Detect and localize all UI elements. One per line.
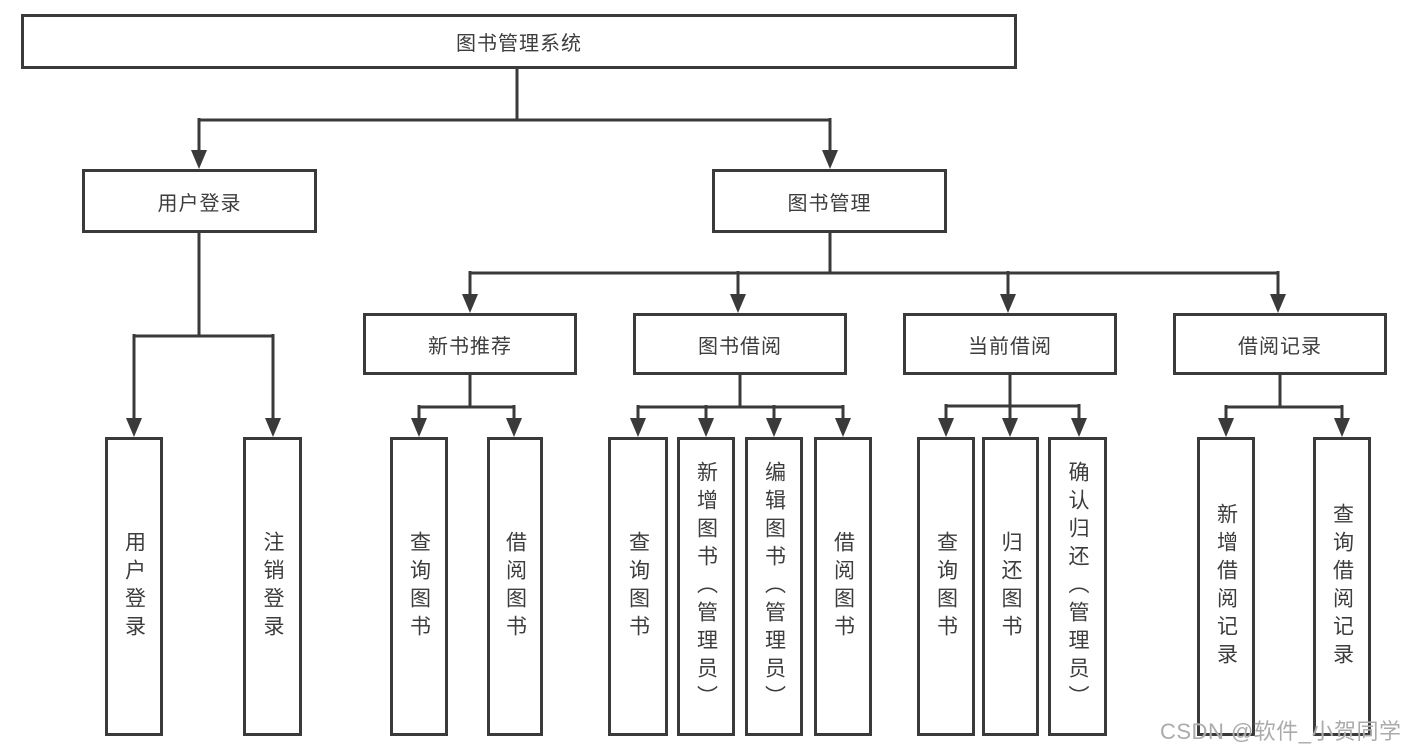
leaf-return-books: 归还图书 <box>982 437 1039 736</box>
connector-root-to-level2 <box>197 66 832 151</box>
arrowhead <box>1002 418 1018 437</box>
connector-borrow-to-leaves <box>636 373 845 419</box>
arrowhead <box>822 150 838 169</box>
leaf-label: 查询图书 <box>934 530 958 643</box>
arrowhead <box>938 418 954 437</box>
leaf-label: 注销登录 <box>261 530 284 643</box>
node-borrow-records: 借阅记录 <box>1173 313 1387 375</box>
arrowhead <box>835 418 851 437</box>
leaf-query-books-1: 查询图书 <box>390 437 448 736</box>
arrowhead <box>730 294 746 313</box>
arrowhead <box>126 418 142 437</box>
leaf-label: 归还图书 <box>999 530 1022 643</box>
arrowhead <box>462 294 478 313</box>
leaf-edit-books-admin: 编辑图书（管理员） <box>745 437 803 736</box>
node-new-book-recommend: 新书推荐 <box>363 313 577 375</box>
arrowhead <box>1071 418 1087 437</box>
leaf-label: 借阅图书 <box>503 530 527 643</box>
connector-records-to-leaves <box>1224 373 1344 419</box>
leaf-borrow-books-1: 借阅图书 <box>487 437 543 736</box>
connector-userlogin-to-leaves <box>132 231 275 419</box>
leaf-logout: 注销登录 <box>243 437 302 736</box>
arrowhead <box>1270 294 1286 313</box>
arrowhead <box>1000 294 1016 313</box>
node-label: 用户登录 <box>157 192 242 215</box>
arrowhead <box>1334 418 1350 437</box>
leaf-label: 借阅图书 <box>831 530 855 643</box>
leaf-add-books-admin: 新增图书（管理员） <box>677 437 735 736</box>
leaf-label: 查询图书 <box>407 530 431 643</box>
leaf-query-borrow-record: 查询借阅记录 <box>1313 437 1371 736</box>
arrowhead <box>630 418 646 437</box>
arrowhead <box>506 418 522 437</box>
node-label: 新书推荐 <box>428 335 512 358</box>
arrowheads <box>126 150 1350 437</box>
node-label: 图书管理 <box>787 192 872 215</box>
leaf-add-borrow-record: 新增借阅记录 <box>1197 437 1255 736</box>
node-label: 图书借阅 <box>698 335 782 358</box>
leaf-label: 编辑图书（管理员） <box>762 460 786 713</box>
node-root-library-system: 图书管理系统 <box>21 14 1017 69</box>
node-book-borrow: 图书借阅 <box>633 313 847 375</box>
node-label: 借阅记录 <box>1238 335 1322 358</box>
leaf-label: 新增图书（管理员） <box>694 460 718 713</box>
arrowhead <box>265 418 281 437</box>
arrowhead <box>766 418 782 437</box>
arrowhead <box>411 418 427 437</box>
leaf-label: 用户登录 <box>122 530 146 643</box>
leaf-label: 新增借阅记录 <box>1214 502 1238 671</box>
arrowhead <box>698 418 714 437</box>
arrowhead <box>191 150 207 169</box>
connector-bookmgmt-to-level3 <box>468 231 1280 295</box>
node-label: 图书管理系统 <box>456 33 582 55</box>
node-label: 当前借阅 <box>968 335 1052 358</box>
arrowhead <box>1218 418 1234 437</box>
leaf-borrow-books-2: 借阅图书 <box>814 437 872 736</box>
node-user-login: 用户登录 <box>82 169 317 233</box>
connector-newbooks-to-leaves <box>417 373 516 419</box>
leaf-query-books-2: 查询图书 <box>608 437 668 736</box>
node-book-management: 图书管理 <box>712 169 947 233</box>
leaf-query-books-3: 查询图书 <box>917 437 975 736</box>
node-current-borrow: 当前借阅 <box>903 313 1117 375</box>
leaf-confirm-return-admin: 确认归还（管理员） <box>1048 437 1107 736</box>
leaf-label: 查询图书 <box>626 530 650 643</box>
leaf-user-login: 用户登录 <box>105 437 163 736</box>
csdn-watermark: CSDN @软件_小贺同学 <box>1160 719 1402 744</box>
leaf-label: 确认归还（管理员） <box>1066 460 1089 713</box>
connector-current-to-leaves <box>944 373 1081 419</box>
leaf-label: 查询借阅记录 <box>1330 502 1354 671</box>
